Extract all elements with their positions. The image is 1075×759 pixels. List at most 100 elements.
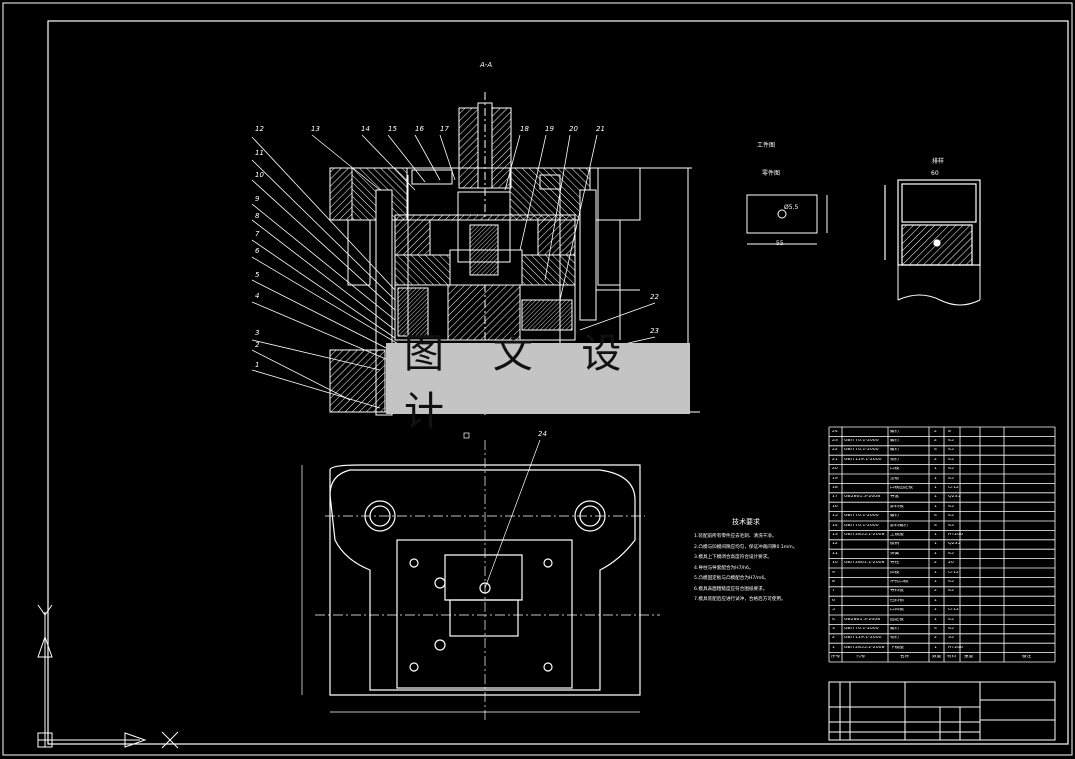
bom-cell-no: 11 (832, 551, 838, 556)
bom-cell-name: 螺钉 (890, 438, 900, 443)
bom-cell-qty: 1 (934, 645, 937, 650)
bom-cell-material: 45 (948, 514, 954, 519)
bom-cell-qty: 2 (934, 561, 937, 566)
note-line: 1.装配前所有零件应去毛刺、清洗干净。 (694, 534, 777, 539)
bom-cell-no: 4 (832, 617, 835, 622)
bom-cell-code: GB/T119.1-2000 (844, 457, 882, 462)
part-view (746, 194, 828, 245)
bom-header-no: 序号 (831, 655, 841, 660)
bom-cell-name: 垫板 (890, 476, 900, 481)
plan-dims (301, 432, 640, 713)
bom-cell-name: 螺钉 (890, 514, 900, 519)
bom-cell-material: 45 (948, 579, 954, 584)
bom-cell-no: 15 (832, 514, 838, 519)
watermark-text: 图 文 设 计 (404, 330, 640, 435)
callout-label: 21 (596, 125, 605, 133)
bom-cell-material: HT200 (948, 532, 964, 537)
bom-cell-name: 凸模固定板 (890, 485, 913, 490)
bom-cell-qty: 4 (934, 448, 937, 453)
bom-cell-qty: 2 (934, 429, 937, 434)
note-line: 3.模具上下模闭合高度符合设计要求。 (694, 555, 772, 560)
callout-label: 2 (255, 341, 260, 349)
bom-cell-name: 凸凹模 (890, 608, 904, 613)
bom-cell-material: Cr12 (948, 570, 959, 575)
callout-label: 18 (520, 125, 529, 133)
callout-label: 1 (255, 361, 260, 369)
bom-cell-no: 19 (832, 476, 838, 481)
bom-cell-material: 45 (948, 589, 954, 594)
title-block (828, 681, 1056, 741)
bom-cell-no: 9 (832, 570, 835, 575)
callout-label: 10 (255, 171, 264, 179)
bom-cell-qty: 2 (934, 438, 937, 443)
bom-cell-material: 45 (948, 457, 954, 462)
bom-cell-qty: 1 (934, 467, 937, 472)
bom-cell-code: GB/T119.1-2000 (844, 636, 882, 641)
bom-header-name: 名称 (900, 655, 910, 660)
bom-cell-no: 21 (832, 457, 838, 462)
bom-cell-qty: 4 (934, 626, 937, 631)
note-line: 6.模具表面粗糙度应符合图纸要求。 (694, 586, 768, 592)
bom-cell-no: 6 (832, 598, 835, 603)
callout-label: 20 (569, 125, 578, 133)
bom-cell-material: 45 (948, 551, 954, 556)
bom-cell-name: 销钉 (890, 457, 900, 462)
bom-cell-material: Cr12 (948, 485, 959, 490)
bom-cell-name: 模柄 (890, 542, 900, 547)
callout-label: 8 (255, 212, 260, 220)
bom-cell-no: 1 (832, 645, 835, 650)
bom-cell-qty: 1 (934, 579, 937, 584)
plan-centerlines (315, 440, 660, 720)
bom-header-qty: 数量 (932, 655, 942, 660)
bom-cell-name: 导柱 (890, 561, 900, 566)
bom-cell-qty: 1 (934, 504, 937, 509)
callout-label: 11 (255, 149, 264, 157)
note-line: 5.凸模固定板与凸模配合为H7/m6。 (694, 576, 769, 581)
bom-table-grid (828, 426, 1056, 663)
bom-cell-no: 24 (832, 429, 838, 434)
bom-cell-material: 8 (948, 429, 951, 434)
part-view-title: 工件图 (757, 142, 776, 149)
callout-label: 16 (415, 125, 424, 133)
bom-cell-qty: 1 (934, 495, 937, 500)
section-label: A-A (480, 61, 493, 69)
callout-label: 5 (255, 271, 260, 279)
bom-header-weight: 重量 (964, 655, 974, 660)
bom-cell-code: GB/T2855.1-2008 (844, 532, 885, 537)
bom-cell-name: 挡料销 (890, 598, 904, 603)
bom-cell-qty: 1 (934, 608, 937, 613)
bom-cell-material: 45 (948, 438, 954, 443)
ucs-axis-icon (37, 604, 179, 749)
bom-cell-no: 20 (832, 467, 838, 472)
bom-cell-no: 22 (832, 448, 838, 453)
bom-cell-name: 弹簧 (890, 551, 900, 556)
bom-cell-material: 45 (948, 504, 954, 509)
bom-cell-code: GB/T2855.2-2008 (844, 645, 885, 650)
bom-cell-qty: 1 (934, 570, 937, 575)
bom-cell-qty: 1 (934, 476, 937, 481)
strip-title: 排样 (932, 158, 945, 165)
bom-cell-no: 13 (832, 532, 838, 537)
bom-cell-no: 14 (832, 523, 838, 528)
callout-label: 6 (255, 247, 260, 255)
bom-cell-name: 螺钉 (890, 429, 900, 434)
bom-cell-no: 7 (832, 589, 835, 594)
bom-cell-code: GB/T70.1-2000 (844, 438, 879, 443)
bom-header-material: 材料 (947, 655, 957, 660)
bom-cell-no: 3 (832, 626, 835, 631)
bom-cell-material: Q235 (948, 495, 961, 500)
callout-label: 23 (650, 327, 659, 335)
bom-cell-material: 45 (948, 467, 954, 472)
bom-cell-material: HT200 (948, 645, 964, 650)
bom-cell-qty: 1 (934, 551, 937, 556)
bom-cell-code: GB/T70.1-2000 (844, 448, 879, 453)
bom-cell-qty: 1 (934, 617, 937, 622)
bom-cell-no: 8 (832, 579, 835, 584)
callout-label: 22 (650, 293, 659, 301)
bom-cell-name: 固定板 (890, 617, 904, 622)
note-line: 7.模具装配后应进行试冲，合格后方可使用。 (694, 597, 786, 602)
callout-label: 15 (388, 125, 397, 133)
bom-cell-qty: 2 (934, 589, 937, 594)
bom-cell-qty: 4 (934, 514, 937, 519)
